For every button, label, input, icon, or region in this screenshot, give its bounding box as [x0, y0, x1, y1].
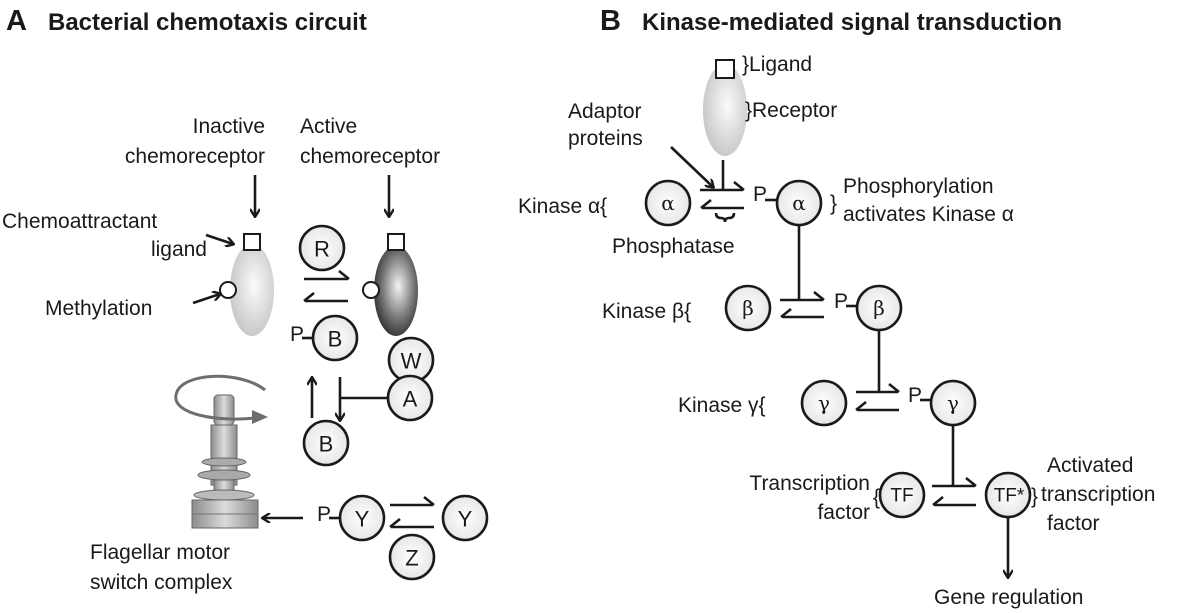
- tf-label-2: factor: [817, 501, 870, 524]
- rotation-arrowhead-icon: [252, 410, 268, 424]
- node-beta: [724, 284, 772, 332]
- adaptor-label-1: Adaptor: [568, 100, 642, 123]
- panel-b-title: Kinase-mediated signal transduction: [642, 9, 1062, 36]
- node-Z-label: Z: [405, 546, 418, 571]
- adaptor-label-2: proteins: [568, 127, 643, 150]
- node-Y-label: Y: [458, 507, 473, 532]
- node-R: [298, 224, 346, 272]
- node-alpha-label: α: [661, 191, 675, 215]
- adaptor-pointer-arrow: [670, 146, 713, 187]
- flagellar-motor-image: [191, 394, 259, 529]
- active-methylation-site: [362, 281, 380, 299]
- node-tf-label: TF: [890, 486, 913, 507]
- active-ligand-square: [387, 233, 405, 251]
- receptor-label: }Receptor: [745, 99, 837, 122]
- node-beta-label: β: [742, 296, 754, 320]
- activated-tf-label-3: factor: [1047, 512, 1100, 535]
- methylation-site: [219, 281, 237, 299]
- phospho-mark-gamma: P: [908, 384, 922, 407]
- phospho-mark-alpha: P: [753, 183, 767, 206]
- motor-label-2: switch complex: [90, 571, 233, 594]
- node-Y-phospho-label: Y: [355, 507, 370, 532]
- node-tf-active-label: TF*: [994, 486, 1025, 507]
- motor-label-1: Flagellar motor: [90, 541, 230, 564]
- ligand-label-b: }Ligand: [742, 53, 812, 76]
- inactive-receptor: [230, 244, 274, 336]
- node-B-phospho-label: B: [328, 327, 343, 352]
- ligand-square: [243, 233, 261, 251]
- ligand-square-b: [715, 59, 735, 79]
- node-W-label: W: [401, 349, 422, 374]
- tf-label-1: Transcription: [749, 472, 870, 495]
- phosphatase-brace: [714, 212, 736, 223]
- methylation-label: Methylation: [45, 297, 152, 320]
- panel-b: B Kinase-mediated signal transduction }L…: [518, 5, 1155, 609]
- ligand-label-2: ligand: [151, 238, 207, 261]
- activated-tf-label-2: transcription: [1041, 483, 1155, 506]
- node-alpha: [644, 179, 692, 227]
- panel-b-letter: B: [600, 5, 621, 37]
- activated-tf-label-1: Activated: [1047, 454, 1133, 477]
- ligand-label-1: Chemoattractant: [2, 210, 157, 233]
- node-beta-active-label: β: [873, 296, 885, 320]
- node-alpha-active-label: α: [792, 191, 806, 215]
- phospho-mark-Y: P: [317, 503, 331, 526]
- node-gamma-label: γ: [818, 391, 830, 415]
- active-label-2: chemoreceptor: [300, 145, 440, 168]
- node-tf: [878, 471, 926, 519]
- methylation-pointer-arrow: [192, 294, 220, 305]
- node-R-label: R: [314, 237, 330, 262]
- phospho-mark-beta: P: [834, 290, 848, 313]
- node-B-phospho: [311, 314, 359, 362]
- activated-tf-brace: }: [1031, 485, 1038, 508]
- node-Z: [388, 533, 436, 581]
- phosphatase-label: Phosphatase: [612, 235, 735, 258]
- phosphorylation-brace: }: [830, 192, 837, 215]
- receptor: [703, 64, 747, 156]
- phosphorylation-label-2: activates Kinase α: [843, 203, 1014, 226]
- gene-regulation-label: Gene regulation: [934, 586, 1083, 609]
- kinase-alpha-label: Kinase α{: [518, 195, 607, 218]
- inactive-label-1: Inactive: [193, 115, 265, 138]
- node-Y: [441, 494, 489, 542]
- node-B: [302, 419, 350, 467]
- kinase-beta-label: Kinase β{: [602, 300, 691, 323]
- rotation-arrow: [174, 374, 266, 421]
- node-A-label: A: [403, 387, 418, 412]
- node-B-label: B: [319, 432, 334, 457]
- phosphorylation-label-1: Phosphorylation: [843, 175, 994, 198]
- panel-a-letter: A: [6, 5, 27, 37]
- ligand-pointer-arrow: [205, 233, 233, 244]
- tf-brace: {: [873, 486, 880, 509]
- node-gamma: [800, 379, 848, 427]
- panel-a: A Bacterial chemotaxis circuit Inactive …: [2, 5, 489, 594]
- active-label-1: Active: [300, 115, 357, 138]
- phospho-mark-B: P: [290, 323, 304, 346]
- active-receptor: [374, 246, 418, 336]
- node-gamma-active-label: γ: [947, 391, 959, 415]
- inactive-label-2: chemoreceptor: [125, 145, 265, 168]
- panel-a-title: Bacterial chemotaxis circuit: [48, 9, 367, 36]
- kinase-gamma-label: Kinase γ{: [678, 394, 766, 417]
- node-Y-phospho: [338, 494, 386, 542]
